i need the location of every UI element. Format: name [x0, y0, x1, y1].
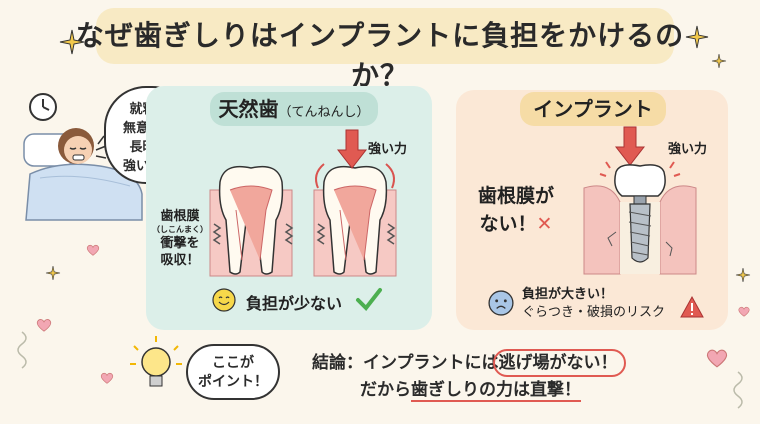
pdl-text: 歯根膜	[160, 209, 200, 224]
natural-force-label: 強い力	[368, 142, 408, 157]
implant-pdl-label: 歯根膜が ない！✕	[470, 182, 562, 238]
natural-heading-reading: （てんねんし）	[278, 105, 370, 120]
natural-heading-text: 天然歯	[218, 97, 279, 121]
sparkle-icon	[45, 265, 61, 281]
highlight-ring	[492, 349, 626, 377]
squiggle-decoration	[733, 371, 743, 409]
pdl-reading: （しこんまく）	[152, 225, 208, 234]
implant-heading: インプラント	[520, 92, 666, 126]
pdl-text: ない！	[479, 213, 537, 235]
warning-icon	[680, 295, 704, 318]
lightbulb-icon	[130, 336, 182, 387]
bubble-text-line: ポイント！	[198, 374, 268, 390]
point-speech-bubble: ここが ポイント！	[186, 344, 280, 400]
squiggle-decoration	[17, 331, 27, 369]
pdl-text: 衝撃を	[160, 236, 200, 251]
sleeping-woman-illustration	[23, 115, 143, 221]
conclusion-text: 結論：インプラントには逃げ場がない！ だから歯ぎしりの力は直撃！	[312, 349, 732, 414]
implant-risk-text: ぐらつき・破損のリスク	[522, 305, 666, 320]
conclusion-underlined-text: 歯ぎしりの力は直撃！	[411, 380, 581, 402]
conclusion-highlight: 逃げ場がない！	[492, 349, 626, 377]
implant-result-text: 負担が大きい！	[522, 287, 614, 302]
cross-icon: ✕	[536, 213, 553, 235]
conclusion-line-1: 結論：インプラントには逃げ場がない！	[312, 349, 732, 377]
worried-face-icon	[488, 290, 514, 316]
pdl-text: 吸収！	[160, 253, 200, 268]
clock-icon	[29, 93, 57, 121]
heart-icon	[36, 319, 52, 332]
natural-teeth-illustration	[209, 163, 397, 277]
page-title: なぜ歯ぎしりはインプラントに負担をかけるのか？	[75, 19, 685, 92]
check-icon	[356, 288, 382, 312]
heart-icon	[738, 306, 750, 317]
heart-icon	[100, 372, 114, 384]
heart-icon	[86, 244, 100, 256]
conclusion-text-b: だから	[360, 380, 411, 400]
implant-illustration	[583, 161, 697, 275]
smile-face-icon	[212, 288, 236, 312]
natural-result-text: 負担が少ない	[246, 294, 343, 313]
natural-tooth-heading: 天然歯（てんねんし）	[210, 92, 378, 126]
bubble-text-line: ここが	[212, 355, 254, 371]
natural-pdl-label: 歯根膜 （しこんまく） 衝撃を 吸収！	[146, 208, 214, 269]
conclusion-highlight-text: 逃げ場がない！	[498, 353, 618, 373]
force-arrow-icon	[336, 129, 368, 169]
conclusion-label: 結論：	[312, 353, 363, 373]
implant-result: 負担が大きい！ ぐらつき・破損のリスク	[488, 286, 718, 326]
conclusion-line-2: だから歯ぎしりの力は直撃！	[312, 377, 732, 404]
heart-icon	[706, 349, 728, 368]
force-arrow-icon	[614, 126, 646, 166]
implant-force-label: 強い力	[668, 142, 708, 157]
sparkle-icon	[59, 29, 85, 55]
sparkle-icon	[711, 53, 727, 69]
conclusion-text-a: インプラントには	[363, 353, 499, 373]
pdl-text: 歯根膜が	[477, 185, 554, 207]
sparkle-icon	[685, 25, 709, 49]
title-band	[96, 8, 674, 64]
sparkle-icon	[735, 267, 751, 283]
natural-result: 負担が少ない	[212, 288, 412, 318]
pdl-text: ない！✕	[470, 210, 562, 238]
